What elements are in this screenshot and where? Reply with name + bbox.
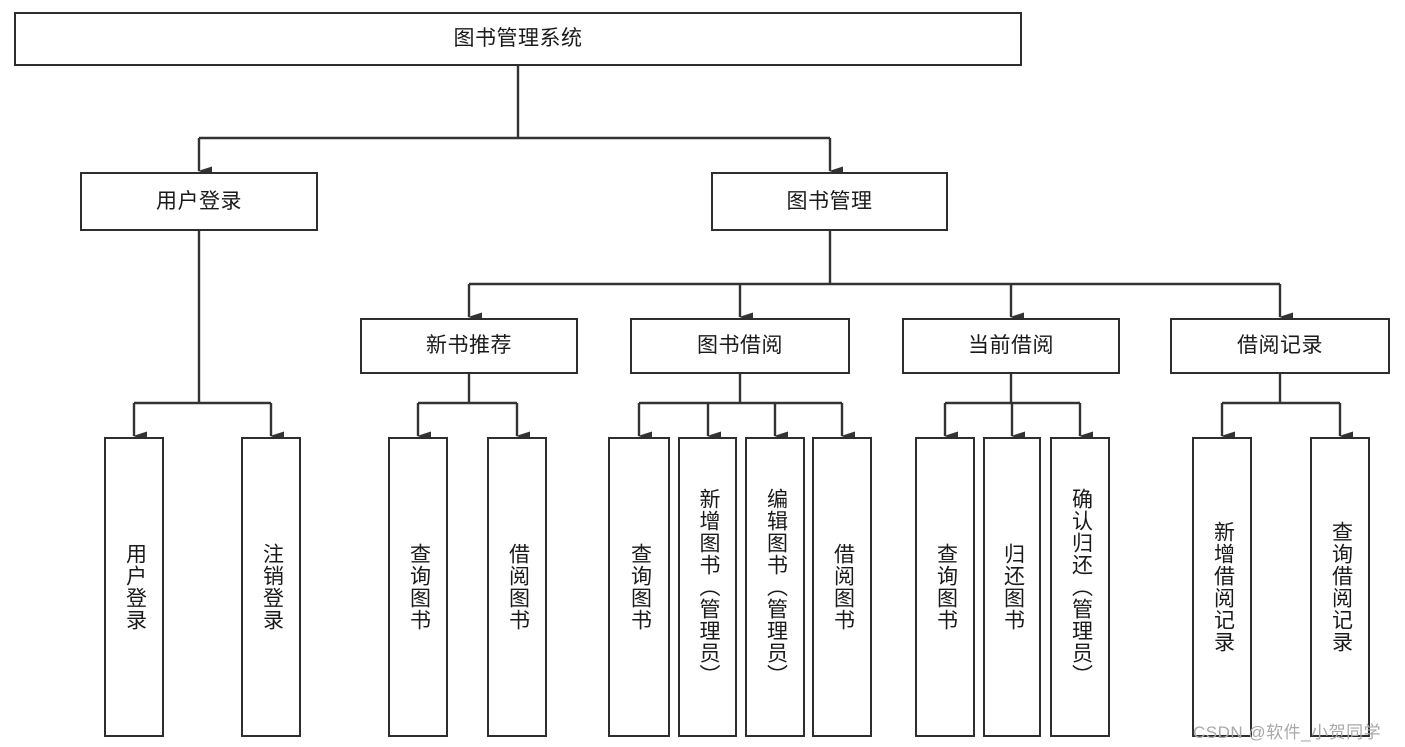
node-leaf-query-book-borrow[interactable]: 查询图书	[608, 437, 670, 737]
node-label: 注销登录	[260, 543, 284, 631]
node-label: 归还图书	[1001, 543, 1025, 631]
node-label: 借阅图书	[831, 543, 855, 631]
node-leaf-query-book-recommend[interactable]: 查询图书	[388, 437, 448, 737]
node-book-management[interactable]: 图书管理	[711, 172, 948, 231]
node-label: 当前借阅	[968, 334, 1054, 358]
node-label: 查询借阅记录	[1329, 521, 1353, 653]
node-root[interactable]: 图书管理系统	[14, 12, 1022, 66]
node-label: 确认归还（管理员）	[1069, 488, 1093, 686]
csdn-watermark: CSDN @软件_小贺同学	[1193, 723, 1382, 742]
node-label: 查询图书	[407, 543, 431, 631]
node-label: 用户登录	[123, 543, 147, 631]
node-leaf-borrow-book[interactable]: 借阅图书	[812, 437, 872, 737]
node-leaf-return-book[interactable]: 归还图书	[983, 437, 1041, 737]
node-user-login[interactable]: 用户登录	[80, 172, 318, 231]
node-borrow-record[interactable]: 借阅记录	[1170, 318, 1390, 374]
node-book-borrow[interactable]: 图书借阅	[630, 318, 850, 374]
node-label: 新增借阅记录	[1211, 521, 1235, 653]
node-current-borrow[interactable]: 当前借阅	[902, 318, 1120, 374]
node-leaf-confirm-return[interactable]: 确认归还（管理员）	[1050, 437, 1110, 737]
node-label: 查询图书	[934, 543, 958, 631]
node-label: 新增图书（管理员）	[696, 488, 720, 686]
node-label: 新书推荐	[426, 334, 512, 358]
node-leaf-edit-book[interactable]: 编辑图书（管理员）	[745, 437, 805, 737]
node-label: 借阅记录	[1237, 334, 1323, 358]
node-leaf-user-login[interactable]: 用户登录	[104, 437, 164, 737]
node-leaf-query-borrow-record[interactable]: 查询借阅记录	[1310, 437, 1370, 737]
node-new-book-recommend[interactable]: 新书推荐	[360, 318, 578, 374]
node-leaf-logout[interactable]: 注销登录	[241, 437, 301, 737]
node-label: 图书管理系统	[453, 27, 583, 51]
node-leaf-add-borrow-record[interactable]: 新增借阅记录	[1192, 437, 1252, 737]
node-leaf-add-book[interactable]: 新增图书（管理员）	[678, 437, 737, 737]
node-label: 编辑图书（管理员）	[764, 488, 788, 686]
node-label: 图书借阅	[697, 334, 783, 358]
node-label: 图书管理	[786, 189, 873, 213]
node-label: 用户登录	[156, 189, 242, 213]
node-leaf-query-book-current[interactable]: 查询图书	[915, 437, 975, 737]
node-leaf-borrow-book-recommend[interactable]: 借阅图书	[487, 437, 547, 737]
node-label: 查询图书	[628, 543, 652, 631]
node-label: 借阅图书	[506, 543, 530, 631]
